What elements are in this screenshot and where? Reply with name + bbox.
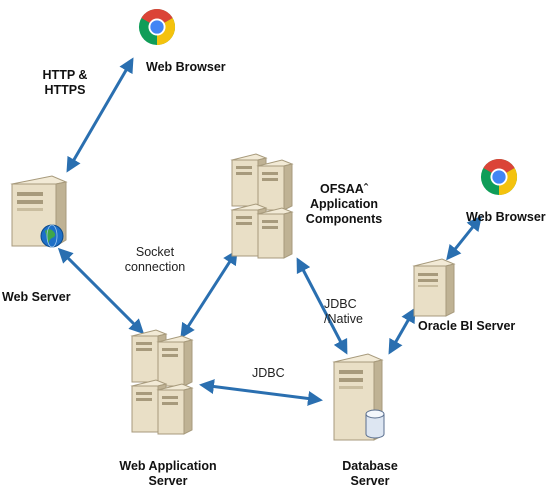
ofsaa-server-cluster-icon	[230, 153, 294, 259]
web-browser-top-label: Web Browser	[146, 60, 226, 74]
arrow-appserver-database	[199, 379, 323, 406]
database-cylinder-icon	[365, 409, 385, 439]
http-https-label: HTTP & HTTPS	[42, 68, 88, 97]
database-server-icon	[332, 353, 385, 441]
oracle-bi-server-label: Oracle BI Server	[418, 319, 516, 333]
web-server-icon	[10, 175, 68, 248]
chrome-icon	[138, 8, 176, 46]
socket-connection-label: Socket connection	[124, 245, 186, 274]
arrow-appserver-ofsaa	[180, 249, 238, 339]
oracle-bi-server-icon	[412, 258, 456, 317]
jdbc-label: JDBC	[252, 366, 285, 380]
arrow-webserver-appserver	[57, 247, 145, 335]
chrome-icon	[480, 158, 518, 196]
server-unit	[256, 159, 294, 211]
web-browser-right-label: Web Browser	[466, 210, 546, 224]
arrow-bi-database	[388, 307, 416, 355]
arrow-bi-browser	[446, 215, 482, 261]
globe-icon	[40, 224, 64, 248]
server-unit	[256, 207, 294, 259]
server-unit	[156, 383, 194, 435]
ofsaa-label: OFSAAˆ Application Components	[305, 182, 383, 226]
database-server-label: Database Server	[342, 459, 398, 488]
web-server-label: Web Server	[2, 290, 71, 304]
jdbc-native-label: JDBC /Native	[324, 297, 363, 326]
server-unit	[156, 335, 194, 387]
web-application-server-label: Web Application Server	[119, 459, 217, 488]
arrow-ofsaa-database	[296, 257, 348, 355]
arrow-browser-webserver	[66, 57, 134, 173]
web-application-server-cluster-icon	[130, 329, 194, 435]
